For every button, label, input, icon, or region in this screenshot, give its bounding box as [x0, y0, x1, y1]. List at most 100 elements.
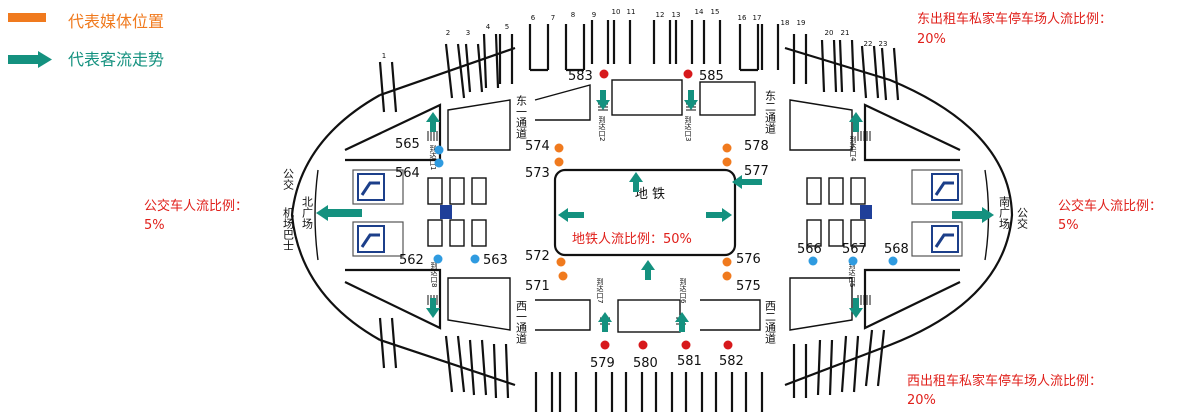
media-dot — [681, 340, 691, 350]
media-dot — [470, 254, 480, 264]
bus-left-ratio-label: 公交车人流比例： — [144, 198, 248, 214]
media-dot — [434, 158, 444, 168]
flow-arrow-up-icon — [629, 172, 643, 192]
media-number: 572 — [525, 249, 550, 264]
west-taxi-ratio-label: 西出租车私家车停车场人流比例： — [907, 373, 1102, 389]
exit-label-6: 到达口6 — [679, 278, 687, 304]
escalator-sign-right-bottom-icon — [911, 221, 963, 257]
platform-number: 13 — [672, 11, 681, 19]
station-outline — [290, 46, 1014, 387]
media-number: 579 — [590, 356, 615, 371]
flow-arrow-up-icon — [598, 312, 612, 332]
media-number: 585 — [699, 69, 724, 84]
bus-right-ratio-label: 公交车人流比例： — [1058, 198, 1162, 214]
media-number: 575 — [736, 279, 761, 294]
media-dot — [722, 143, 732, 153]
media-number: 580 — [633, 356, 658, 371]
media-dot — [848, 256, 858, 266]
west1-corridor-label: 西一通道 — [515, 300, 528, 344]
platform-number: 18 — [781, 19, 790, 27]
platform-number: 22 — [864, 40, 873, 48]
media-dot — [558, 271, 568, 281]
platform-number: 20 — [825, 29, 834, 37]
gate-markers — [427, 103, 871, 325]
exit-label-8: 到达口8 — [430, 262, 438, 287]
media-legend-label: 代表媒体位置 — [68, 12, 164, 31]
media-number: 574 — [525, 139, 550, 154]
media-dot — [554, 143, 564, 153]
platform-numbers: 1 2 3 4 5 6 7 8 9 10 11 12 13 14 15 16 1… — [382, 8, 888, 60]
exit-label-5: 到达口5 — [848, 262, 856, 287]
bus-right-ratio-value: 5% — [1058, 218, 1079, 233]
metro-ratio-label: 地铁人流比例：50% — [572, 232, 692, 247]
flow-arrow-right-icon — [952, 207, 994, 223]
flow-arrow-up-icon — [849, 112, 863, 132]
media-number: 564 — [395, 166, 420, 181]
media-number: 573 — [525, 166, 550, 181]
right-box-cluster — [806, 177, 872, 247]
media-dot — [888, 256, 898, 266]
flow-arrow-down-icon — [596, 90, 610, 110]
media-number: 578 — [744, 139, 769, 154]
legend: 代表媒体位置 代表客流走势 — [8, 12, 164, 69]
west2-corridor-label: 西二通道 — [764, 300, 777, 344]
platform-number: 2 — [446, 29, 450, 37]
media-number: 563 — [483, 253, 508, 268]
media-number: 577 — [744, 164, 769, 179]
south-square-label: 南广场 — [998, 196, 1011, 230]
exit-label-3: 到达口3 — [684, 116, 692, 141]
platform-number: 9 — [592, 11, 596, 19]
bus-left-label: 公交 — [282, 168, 295, 191]
media-dot — [599, 69, 609, 79]
flow-arrow-left-icon — [316, 205, 362, 221]
bus-right-label: 公交 — [1016, 207, 1029, 230]
platform-number: 16 — [738, 14, 747, 22]
flow-legend-arrow-icon — [8, 51, 52, 68]
media-dot — [722, 257, 732, 267]
flow-arrow-left-icon — [732, 175, 762, 189]
media-numbers: 583 585 579 580 581 582 574 573 572 571 … — [395, 69, 909, 371]
media-number: 581 — [677, 354, 702, 369]
east-taxi-ratio-value: 20% — [917, 32, 946, 47]
media-dot — [434, 145, 444, 155]
media-dot — [722, 271, 732, 281]
media-dot — [554, 157, 564, 167]
flow-arrow-right-icon — [706, 208, 732, 222]
media-number: 567 — [842, 242, 867, 257]
platform-number: 6 — [531, 14, 536, 22]
media-number: 571 — [525, 279, 550, 294]
west-taxi-ratio-value: 20% — [907, 393, 936, 408]
flow-arrow-down-icon — [426, 298, 440, 318]
media-number: 565 — [395, 137, 420, 152]
platform-number: 17 — [753, 14, 762, 22]
escalator-sign-left-top-icon — [352, 169, 404, 205]
media-number: 568 — [884, 242, 909, 257]
media-number: 566 — [797, 242, 822, 257]
exit-label-7: 到达口7 — [596, 278, 604, 303]
area-labels: 东一通道 东二通道 西一通道 西二通道 北广场 机场巴士 公交 南广场 公交 — [282, 90, 1029, 344]
metro-label: 地 铁 — [635, 187, 665, 202]
platform-number: 7 — [551, 14, 555, 22]
east2-corridor-label: 东二通道 — [764, 90, 777, 134]
flow-arrow-up-icon — [641, 260, 655, 280]
media-number: 583 — [568, 69, 593, 84]
platform-number: 12 — [656, 11, 665, 19]
platform-number: 1 — [382, 52, 386, 60]
media-number: 576 — [736, 252, 761, 267]
platform-number: 4 — [486, 23, 491, 31]
platform-number: 23 — [879, 40, 888, 48]
flow-arrow-up-icon — [675, 312, 689, 332]
media-number: 582 — [719, 354, 744, 369]
platform-number: 8 — [571, 11, 575, 19]
platform-number: 19 — [797, 19, 806, 27]
flow-arrow-up-icon — [426, 112, 440, 132]
media-dot — [723, 340, 733, 350]
platform-number: 21 — [841, 29, 850, 37]
media-dot — [808, 256, 818, 266]
bus-left-ratio-value: 5% — [144, 218, 165, 233]
media-dot — [683, 69, 693, 79]
flow-legend-label: 代表客流走势 — [68, 50, 164, 69]
platform-number: 11 — [627, 8, 636, 16]
east1-corridor-label: 东一通道 — [515, 95, 528, 139]
